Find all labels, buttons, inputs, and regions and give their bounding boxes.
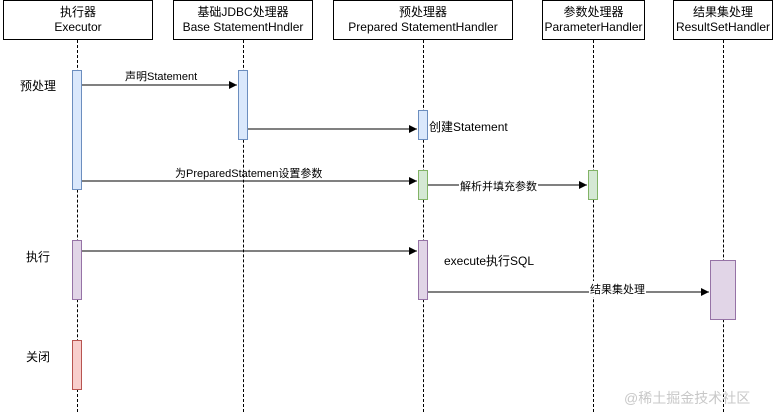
- activation-prepared-set-params: [418, 170, 428, 200]
- participant-label-cn: 预处理器: [398, 5, 447, 19]
- participant-label-en: Base StatementHndler: [182, 20, 304, 34]
- participant-label-en: Executor: [54, 20, 102, 34]
- activation-prepared-execute: [418, 240, 428, 300]
- participant-label-cn: 基础JDBC处理器: [197, 5, 289, 19]
- lifeline-executor: [77, 40, 78, 412]
- activation-result-set-handler: [710, 260, 736, 320]
- phase-label-execute: 执行: [26, 250, 51, 264]
- message-label-create-statement: 创建Statement: [429, 120, 508, 134]
- activation-executor-preprocess: [72, 70, 82, 190]
- participant-label-en: Prepared StatementHandler: [348, 20, 498, 34]
- participant-label-cn: 参数处理器: [563, 5, 624, 19]
- message-label-result-handling: 结果集处理: [589, 281, 646, 297]
- lifeline-parameter-handler: [593, 40, 594, 412]
- participant-label-cn: 结果集处理: [692, 5, 753, 19]
- activation-executor-close: [72, 340, 82, 390]
- activation-base-statement-handler: [238, 70, 248, 140]
- participant-label-cn: 执行器: [59, 5, 96, 19]
- lifeline-base-statement-handler: [243, 40, 244, 412]
- watermark: @稀土掘金技术社区: [624, 390, 751, 406]
- participant-parameter-handler: 参数处理器 ParameterHandler: [542, 0, 645, 40]
- message-label-set-params: 为PreparedStatemen设置参数: [175, 168, 323, 180]
- phase-label-close: 关闭: [26, 350, 51, 364]
- message-label-execute-sql: execute执行SQL: [444, 254, 535, 268]
- activation-parameter-handler: [588, 170, 598, 200]
- activation-executor-execute: [72, 240, 82, 300]
- participant-executor: 执行器 Executor: [3, 0, 153, 40]
- participant-base-statement-handler: 基础JDBC处理器 Base StatementHndler: [173, 0, 313, 40]
- participant-prepared-statement-handler: 预处理器 Prepared StatementHandler: [333, 0, 513, 40]
- message-label-declare-statement: 声明Statement: [125, 71, 198, 83]
- message-label-parse-fill-params: 解析并填充参数: [459, 178, 538, 194]
- activation-prepared-create: [418, 110, 428, 140]
- participant-result-set-handler: 结果集处理 ResultSetHandler: [673, 0, 773, 40]
- phase-label-preprocess: 预处理: [20, 79, 57, 93]
- participant-label-en: ResultSetHandler: [675, 20, 771, 34]
- lifeline-result-set-handler: [723, 40, 724, 412]
- participant-label-en: ParameterHandler: [544, 20, 643, 34]
- lifeline-prepared-statement-handler: [423, 40, 424, 412]
